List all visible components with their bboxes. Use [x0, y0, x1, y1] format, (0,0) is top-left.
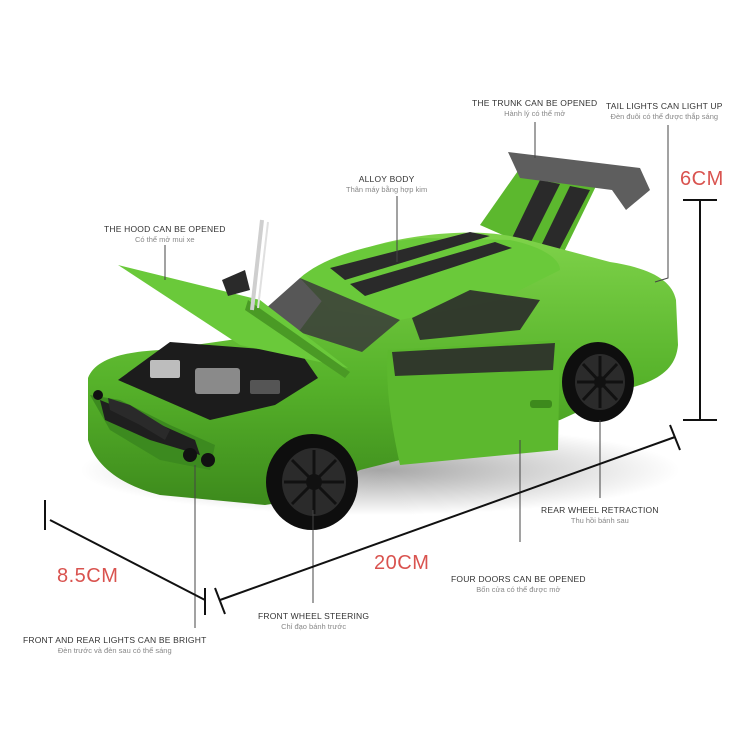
label-tail-lights: TAIL LIGHTS CAN LIGHT UP Đèn đuôi có thể… — [606, 101, 723, 121]
label-rear-wheel-en: REAR WHEEL RETRACTION — [541, 505, 659, 515]
label-hood-en: THE HOOD CAN BE OPENED — [104, 224, 226, 234]
label-alloy-body-en: ALLOY BODY — [358, 174, 415, 184]
label-trunk: THE TRUNK CAN BE OPENED Hành lý có thể m… — [472, 98, 597, 118]
label-front-wheel: FRONT WHEEL STEERING Chỉ đạo bánh trước — [258, 611, 369, 631]
label-lights: FRONT AND REAR LIGHTS CAN BE BRIGHT Đèn … — [23, 635, 206, 655]
dimension-width: 8.5CM — [57, 565, 119, 587]
car-body — [88, 232, 678, 505]
label-hood-vi: Có thể mở mui xe — [135, 234, 195, 244]
label-lights-vi: Đèn trước và đèn sau có thể sáng — [57, 645, 172, 655]
label-front-wheel-vi: Chỉ đạo bánh trước — [281, 621, 347, 631]
label-alloy-body-vi: Thân máy bằng hợp kim — [346, 184, 428, 194]
label-lights-en: FRONT AND REAR LIGHTS CAN BE BRIGHT — [23, 635, 207, 645]
label-four-doors-en: FOUR DOORS CAN BE OPENED — [451, 574, 586, 584]
leader-lines — [164, 122, 669, 628]
label-trunk-vi: Hành lý có thể mở — [504, 108, 566, 118]
side-mirror — [222, 270, 250, 296]
label-tail-lights-vi: Đèn đuôi có thể được thắp sáng — [610, 111, 719, 121]
label-front-wheel-en: FRONT WHEEL STEERING — [258, 611, 370, 621]
dimension-lines — [44, 199, 717, 615]
engine-bay — [118, 342, 318, 420]
label-rear-wheel-vi: Thu hồi bánh sau — [570, 515, 629, 525]
hood — [118, 219, 350, 378]
label-rear-wheel: REAR WHEEL RETRACTION Thu hồi bánh sau — [541, 505, 659, 525]
label-tail-lights-en: TAIL LIGHTS CAN LIGHT UP — [606, 101, 723, 111]
rear-wheel — [562, 342, 634, 422]
trunk-lid — [480, 152, 650, 260]
dimension-height: 6CM — [680, 168, 724, 190]
dimension-length: 20CM — [374, 552, 430, 574]
label-trunk-en: THE TRUNK CAN BE OPENED — [472, 98, 598, 108]
front-door — [387, 340, 560, 465]
label-hood: THE HOOD CAN BE OPENED Có thể mở mui xe — [104, 224, 226, 244]
front-wheel — [266, 434, 358, 530]
label-four-doors-vi: Bốn cửa có thể được mở — [476, 584, 561, 594]
label-four-doors: FOUR DOORS CAN BE OPENED Bốn cửa có thể … — [451, 574, 586, 594]
label-alloy-body: ALLOY BODY Thân máy bằng hợp kim — [346, 174, 427, 194]
